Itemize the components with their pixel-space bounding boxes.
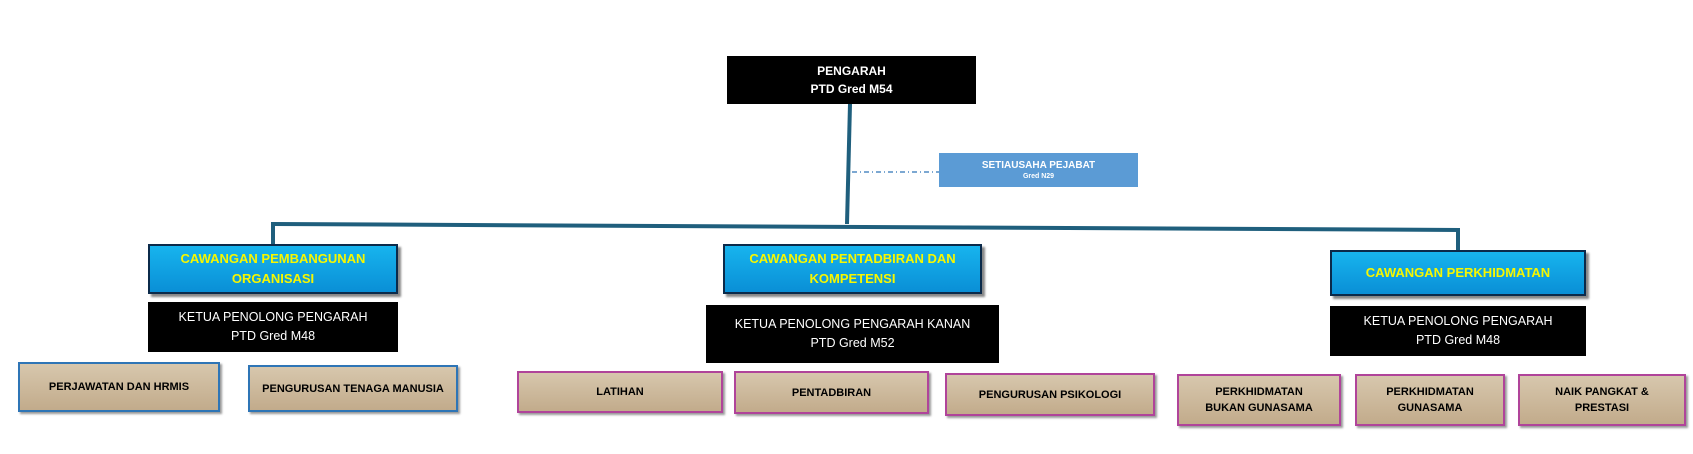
unit-label: PERKHIDMATAN GUNASAMA (1386, 386, 1474, 414)
unit-perjawatan-hrmis: PERJAWATAN DAN HRMIS (18, 362, 220, 412)
branch-perkhidmatan: CAWANGAN PERKHIDMATAN (1330, 250, 1586, 296)
unit-pengurusan-psikologi: PENGURUSAN PSIKOLOGI (945, 373, 1155, 416)
branch-name: CAWANGAN PENTADBIRAN DAN KOMPETENSI (749, 251, 956, 286)
director-box: PENGARAH PTD Gred M54 (727, 56, 976, 104)
branch-pentadbiran-kompetensi: CAWANGAN PENTADBIRAN DAN KOMPETENSI (723, 244, 982, 294)
director-grade: PTD Gred M54 (810, 82, 893, 96)
unit-pengurusan-tenaga-manusia: PENGURUSAN TENAGA MANUSIA (248, 365, 458, 412)
unit-naik-pangkat-prestasi: NAIK PANGKAT & PRESTASI (1518, 374, 1686, 426)
horizontal-bus-line (272, 222, 1461, 232)
unit-label: LATIHAN (596, 386, 644, 398)
head-grade: PTD Gred M48 (230, 329, 316, 343)
secretary-box: SETIAUSAHA PEJABAT Gred N29 (939, 153, 1138, 187)
unit-label: PERJAWATAN DAN HRMIS (48, 381, 190, 393)
head-title: KETUA PENOLONG PENGARAH KANAN (734, 317, 971, 331)
branch-pembangunan-organisasi: CAWANGAN PEMBANGUNAN ORGANISASI (148, 244, 398, 294)
unit-label: PENGURUSAN PSIKOLOGI (978, 388, 1122, 401)
secretary-grade: Gred N29 (1022, 172, 1055, 180)
unit-perkhidmatan-gunasama: PERKHIDMATAN GUNASAMA (1355, 374, 1505, 426)
head-box-pentadbiran: KETUA PENOLONG PENGARAH KANAN PTD Gred M… (706, 305, 999, 363)
head-grade: PTD Gred M48 (1415, 333, 1501, 347)
unit-label: PERKHIDMATAN BUKAN GUNASAMA (1205, 386, 1313, 414)
head-title: KETUA PENOLONG PENGARAH (178, 310, 368, 324)
head-title: KETUA PENOLONG PENGARAH (1363, 314, 1553, 328)
unit-label: PENGURUSAN TENAGA MANUSIA (262, 382, 444, 395)
branch-name: CAWANGAN PEMBANGUNAN ORGANISASI (180, 251, 366, 286)
secretary-title: SETIAUSAHA PEJABAT (981, 159, 1096, 171)
unit-perkhidmatan-bukan-gunasama: PERKHIDMATAN BUKAN GUNASAMA (1177, 374, 1341, 426)
head-box-pembangunan: KETUA PENOLONG PENGARAH PTD Gred M48 (148, 302, 398, 352)
branch-name: CAWANGAN PERKHIDMATAN (1365, 265, 1551, 280)
unit-pentadbiran: PENTADBIRAN (734, 371, 929, 414)
unit-latihan: LATIHAN (517, 371, 723, 413)
unit-label: NAIK PANGKAT & PRESTASI (1555, 386, 1649, 414)
unit-label: PENTADBIRAN (791, 386, 872, 399)
head-grade: PTD Gred M52 (810, 336, 895, 350)
director-trunk-line (845, 103, 852, 225)
director-title: PENGARAH (817, 64, 886, 78)
head-box-perkhidmatan: KETUA PENOLONG PENGARAH PTD Gred M48 (1330, 306, 1586, 356)
